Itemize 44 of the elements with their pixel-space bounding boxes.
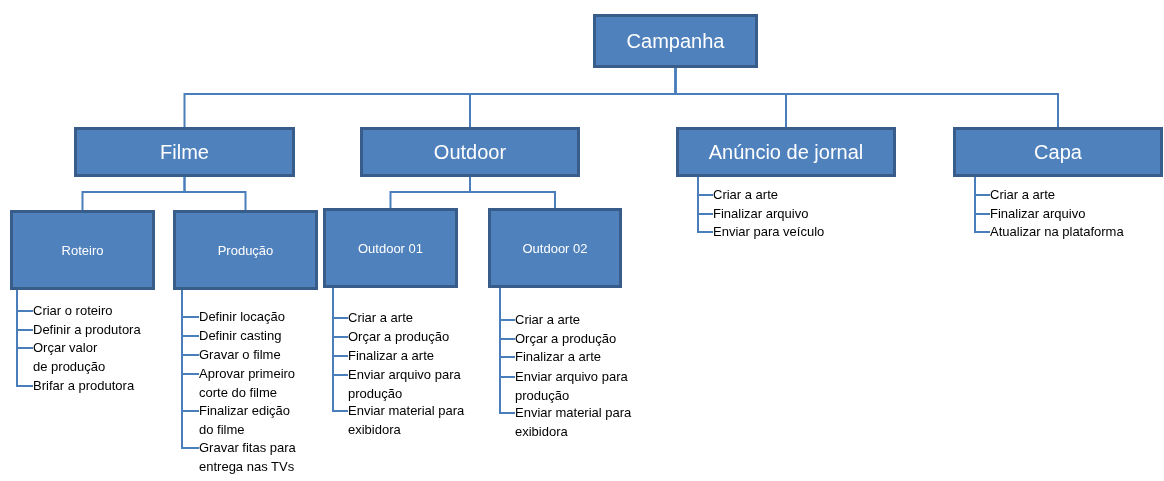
task-item: Aprovar primeiro corte do filme — [199, 365, 299, 402]
task-item: Finalizar arquivo — [990, 205, 1086, 224]
connector-line — [181, 289, 200, 449]
task-box: Filme — [74, 127, 295, 177]
task-item: Definir casting — [199, 327, 282, 346]
connector-line — [499, 287, 516, 414]
task-item: Finalizar arquivo — [713, 205, 809, 224]
task-item: Gravar o filme — [199, 346, 281, 365]
connector-line — [332, 287, 349, 412]
task-box: Roteiro — [10, 210, 155, 290]
task-box: Outdoor — [360, 127, 580, 177]
task-item: Finalizar edição do filme — [199, 402, 299, 439]
connector-line — [183, 176, 247, 211]
task-item: Gravar fitas para entrega nas TVs — [199, 439, 299, 476]
task-item: Orçar a produção — [348, 328, 450, 347]
task-item: Atualizar na plataforma — [990, 223, 1124, 242]
task-item: Orçar a produção — [515, 330, 617, 349]
task-item: Finalizar a arte — [515, 348, 601, 367]
task-item: Enviar para veículo — [713, 223, 825, 242]
task-box: Campanha — [593, 14, 758, 68]
task-box: Produção — [173, 210, 318, 290]
task-item: Criar a arte — [713, 186, 779, 205]
connector-line — [674, 67, 1059, 128]
task-item: Criar a arte — [515, 311, 581, 330]
connector-line — [16, 289, 34, 387]
task-item: Finalizar a arte — [348, 347, 434, 366]
connector-line — [697, 176, 714, 233]
task-box: Outdoor 02 — [488, 208, 622, 288]
task-box: Anúncio de jornal — [676, 127, 896, 177]
task-box: Outdoor 01 — [323, 208, 458, 288]
task-item: Criar o roteiro — [33, 302, 113, 321]
task-item: Enviar material para exibidora — [515, 404, 635, 441]
task-box: Capa — [953, 127, 1163, 177]
task-item: Definir locação — [199, 308, 285, 327]
task-item: Enviar material para exibidora — [348, 402, 468, 439]
task-item: Definir a produtora — [33, 321, 141, 340]
task-item: Enviar arquivo para produção — [348, 366, 468, 403]
task-item: Criar a arte — [348, 309, 414, 328]
connector-line — [974, 176, 991, 233]
task-item: Brifar a produtora — [33, 377, 135, 396]
connector-line — [469, 176, 556, 209]
task-item: Orçar valor de produção — [33, 339, 109, 376]
task-item: Criar a arte — [990, 186, 1056, 205]
task-item: Enviar arquivo para produção — [515, 368, 635, 405]
